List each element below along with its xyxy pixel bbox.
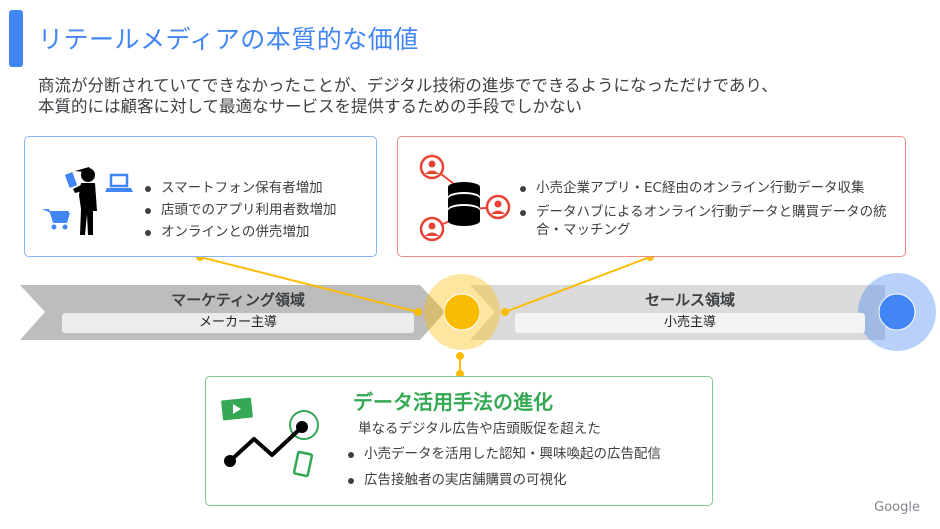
sales-data-list: 小売企業アプリ・EC経由のオンライン行動データ収集 データハブによるオンライン行… (518, 177, 888, 239)
evolution-title: データ活用手法の進化 (353, 390, 553, 414)
yellow-node (443, 293, 481, 331)
database-network-users-icon (419, 154, 511, 242)
shopper-with-phone-cart-laptop-icon (42, 167, 133, 235)
list-item: 店頭でのアプリ利用者数増加 (143, 199, 337, 221)
page-title: リテールメディアの本質的な価値 (38, 25, 419, 54)
evolution-list: 小売データを活用した認知・興味喚起の広告配信 広告接触者の実店舗購買の可視化 (346, 441, 661, 493)
subtitle-line-1: 商流が分断されていてできなかったことが、デジタル技術の進歩でできるようになっただ… (38, 76, 778, 95)
data-utilization-evolution-box: データ活用手法の進化 単なるデジタル広告や店頭販促を超えた 小売データを活用した… (205, 376, 713, 506)
list-item: スマートフォン保有者増加 (143, 177, 337, 199)
marketing-trends-box: スマートフォン保有者増加 店頭でのアプリ利用者数増加 オンラインとの併売増加 (24, 136, 377, 257)
list-item: 小売データを活用した認知・興味喚起の広告配信 (346, 441, 661, 467)
blue-node (878, 293, 916, 331)
title-accent-bar (9, 10, 23, 67)
evolution-lead: 単なるデジタル広告や店頭販促を超えた (358, 421, 601, 437)
yellow-node-halo (424, 274, 500, 350)
page-subtitle: 商流が分断されていてできなかったことが、デジタル技術の進歩でできるようになっただ… (38, 75, 778, 117)
list-item: オンラインとの併売増加 (143, 221, 337, 243)
subtitle-line-2: 本質的には顧客に対して最適なサービスを提供するための手段でしかない (38, 97, 583, 116)
google-logo-text: Google (874, 500, 920, 515)
sales-domain-label: セールス領域 (644, 291, 735, 309)
list-item: 小売企業アプリ・EC経由のオンライン行動データ収集 (518, 177, 888, 199)
marketing-domain-sub: メーカー主導 (62, 313, 414, 333)
sales-data-box: 小売企業アプリ・EC経由のオンライン行動データ収集 データハブによるオンライン行… (397, 136, 906, 257)
blue-node-halo (858, 273, 936, 351)
sales-domain-sub: 小売主導 (515, 313, 865, 333)
list-item: データハブによるオンライン行動データと購買データの統合・マッチング (518, 199, 888, 239)
growth-chart-media-icon (221, 397, 319, 478)
marketing-domain-label: マーケティング領域 (171, 291, 305, 309)
marketing-trends-list: スマートフォン保有者増加 店頭でのアプリ利用者数増加 オンラインとの併売増加 (143, 177, 337, 243)
list-item: 広告接触者の実店舗購買の可視化 (346, 467, 661, 493)
